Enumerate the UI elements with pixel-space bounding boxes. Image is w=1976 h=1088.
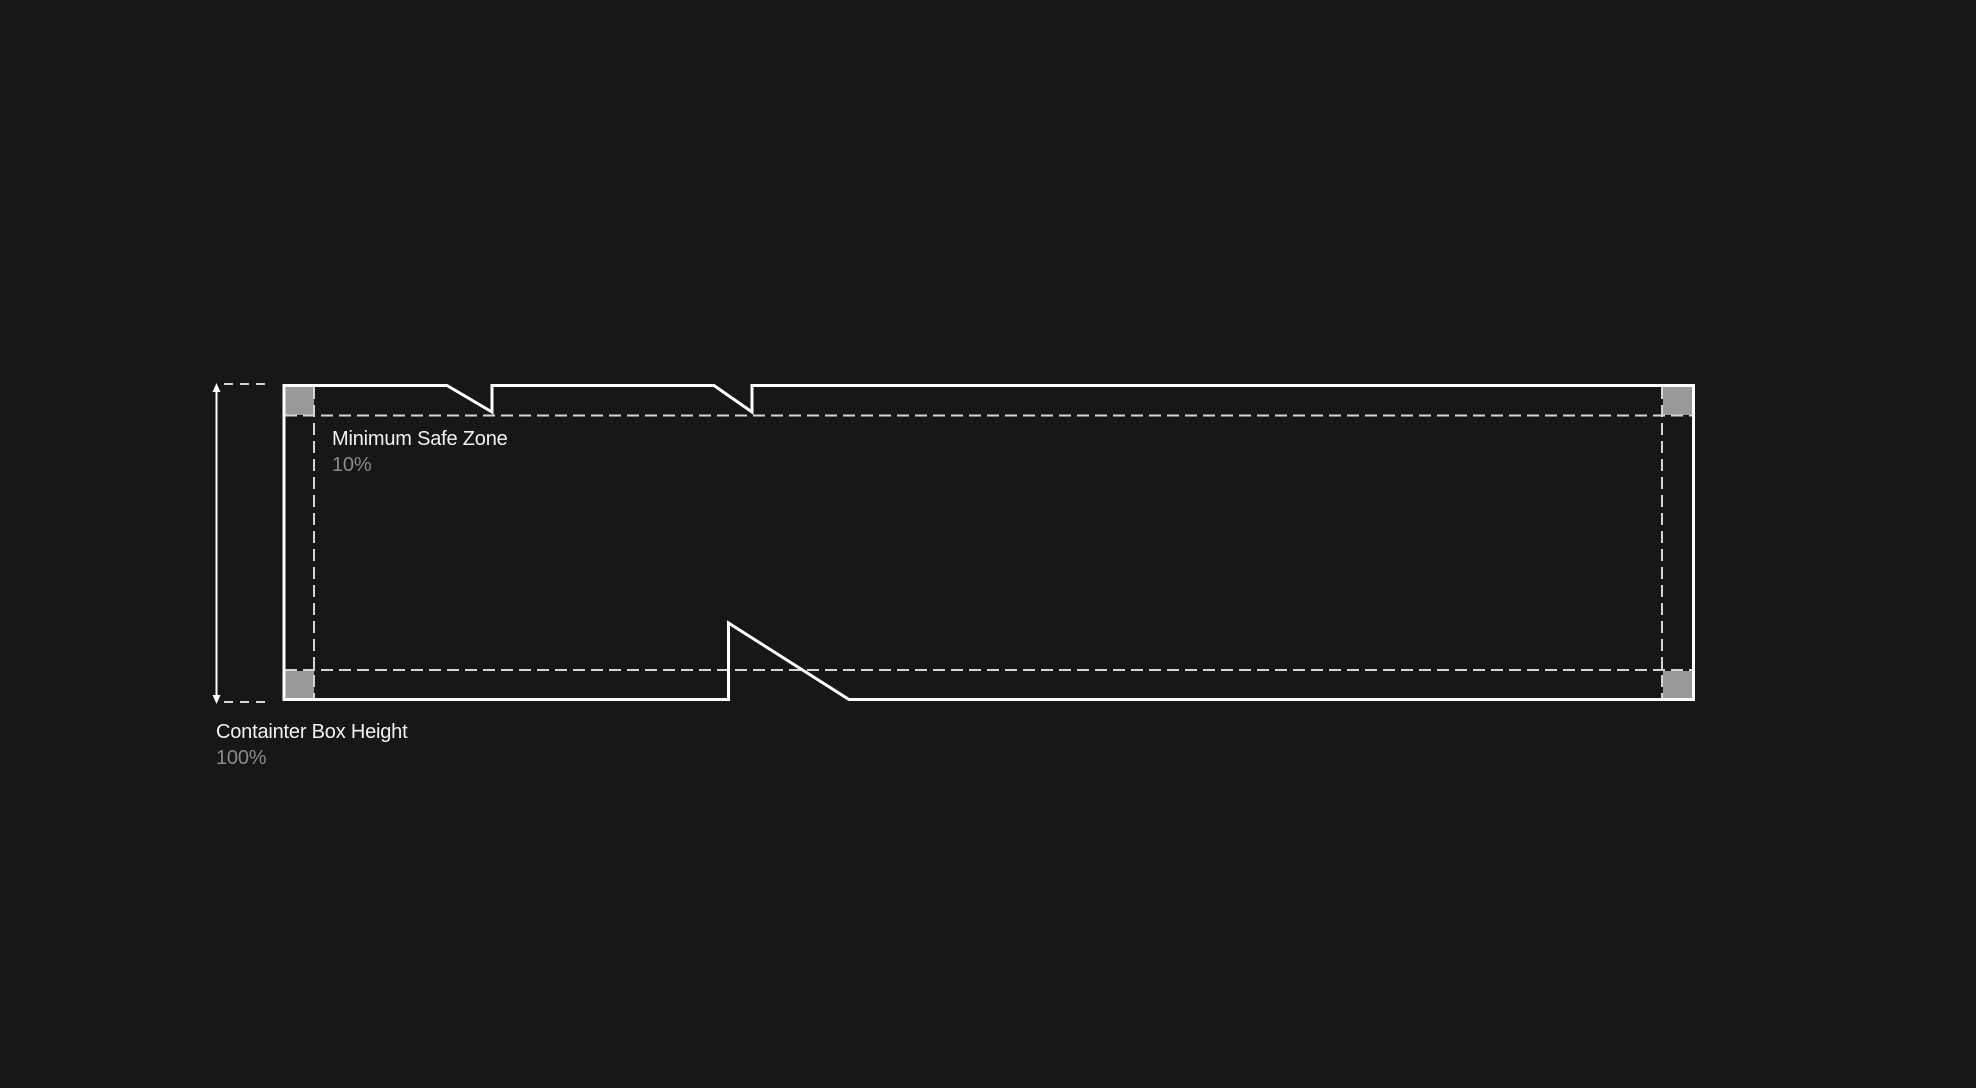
corner-marker-top-left [285, 387, 314, 415]
corner-markers [285, 387, 1692, 699]
safe-zone-value: 10% [332, 454, 372, 476]
corner-marker-top-right [1663, 387, 1692, 415]
corner-marker-bottom-right [1663, 671, 1692, 699]
container-height-label: Containter Box Height 100% [216, 719, 408, 771]
container-height-title: Containter Box Height [216, 721, 408, 743]
safe-zone-title: Minimum Safe Zone [332, 428, 508, 450]
container-outline [282, 384, 1695, 701]
safe-zone-guides [285, 387, 1692, 699]
safe-zone-label: Minimum Safe Zone 10% [332, 426, 508, 478]
corner-marker-bottom-left [285, 671, 314, 699]
arrow-up-icon [212, 383, 221, 392]
arrow-down-icon [212, 695, 221, 704]
height-dimension [212, 383, 272, 704]
container-height-value: 100% [216, 747, 267, 769]
